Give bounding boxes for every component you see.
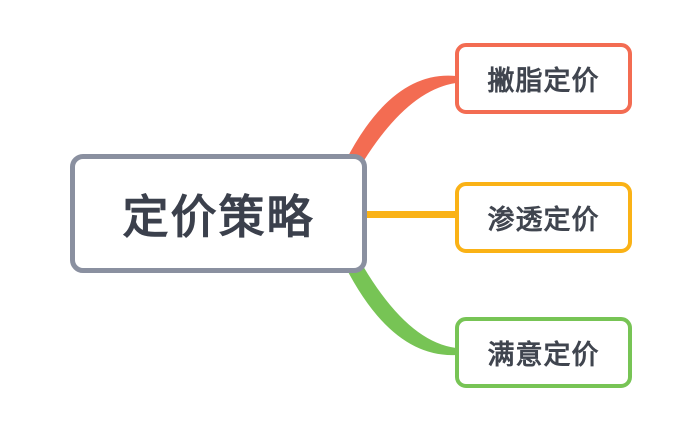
central-topic-label: 定价策略 bbox=[122, 190, 315, 243]
branch-node-satisfactory-pricing[interactable]: 满意定价 bbox=[455, 317, 632, 388]
branch-label-satisfactory-pricing: 满意定价 bbox=[487, 340, 600, 370]
central-topic-node[interactable]: 定价策略 bbox=[70, 154, 367, 273]
branch-label-skimming-pricing: 撇脂定价 bbox=[487, 66, 600, 96]
connector-bottom-branch bbox=[345, 266, 456, 356]
branch-label-penetration-pricing: 渗透定价 bbox=[487, 205, 600, 235]
branch-node-skimming-pricing[interactable]: 撇脂定价 bbox=[455, 43, 632, 114]
connector-middle-branch bbox=[362, 211, 457, 218]
connector-top-branch bbox=[345, 75, 456, 162]
branch-node-penetration-pricing[interactable]: 渗透定价 bbox=[455, 182, 632, 253]
